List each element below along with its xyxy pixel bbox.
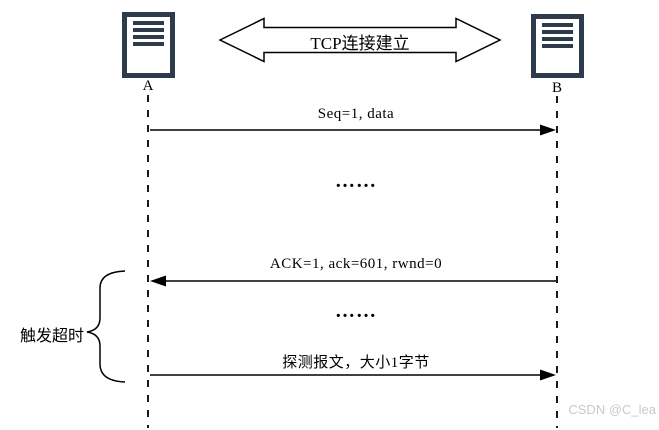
host-b-slot	[542, 44, 573, 48]
message-ellipsis-label: ……	[335, 170, 377, 192]
message-probe-label: 探测报文，大小1字节	[282, 355, 430, 371]
endpoint-a-label: A	[142, 78, 154, 94]
curly-brace	[86, 270, 126, 383]
host-b-slot	[542, 30, 573, 34]
message-ellipsis-label: ……	[335, 300, 377, 322]
host-icon-a	[122, 12, 175, 78]
watermark: CSDN @C_lea	[568, 402, 656, 417]
message-seq-label: Seq=1, data	[317, 106, 395, 122]
timeout-annotation-label: 触发超时	[19, 328, 84, 345]
host-a-slot	[133, 42, 164, 46]
arrow-seq	[150, 124, 556, 136]
host-a-slot	[133, 28, 164, 32]
arrowhead-right-icon	[540, 124, 556, 136]
double-arrow	[218, 17, 502, 63]
arrow-probe	[150, 369, 556, 381]
banner-label: TCP连接建立	[310, 34, 410, 53]
host-a-slot	[133, 21, 164, 25]
endpoint-b-label: B	[551, 80, 562, 96]
host-b-slot	[542, 23, 573, 27]
arrow-ack	[150, 275, 556, 287]
host-a-slot	[133, 35, 164, 39]
message-ack-label: ACK=1, ack=601, rwnd=0	[269, 256, 443, 272]
host-icon-b	[531, 14, 584, 78]
host-b-slot	[542, 37, 573, 41]
arrowhead-left-icon	[150, 275, 166, 287]
arrowhead-right-icon	[540, 369, 556, 381]
